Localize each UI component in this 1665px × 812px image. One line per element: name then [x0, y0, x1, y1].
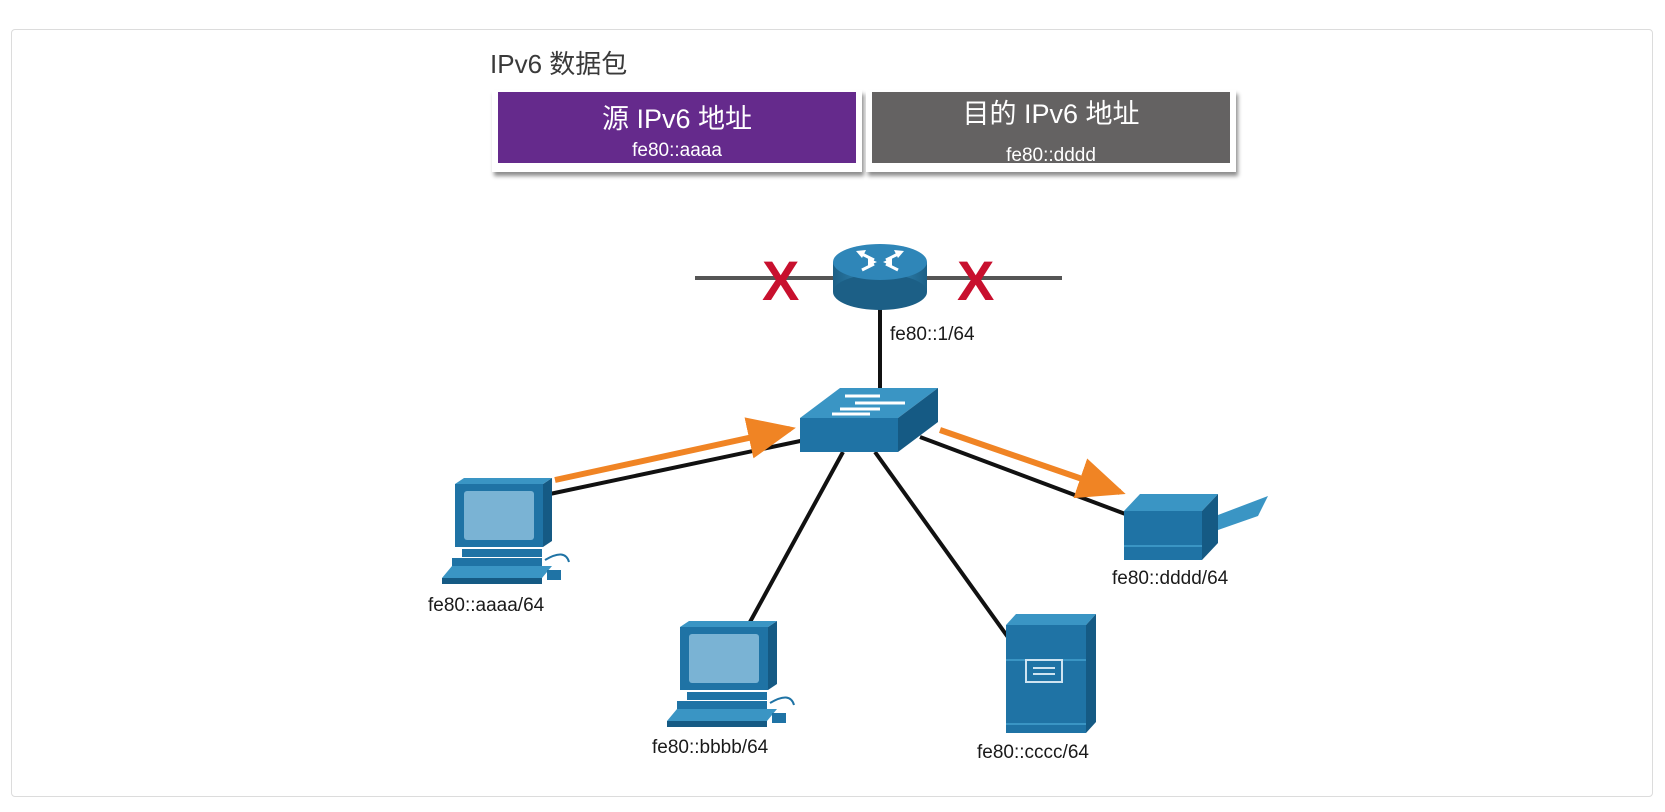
blocked-x-left: X	[762, 249, 799, 312]
source-address-cell: 源 IPv6 地址 fe80::aaaa	[498, 92, 856, 163]
router-address-label: fe80::1/64	[890, 324, 975, 345]
server-c-address-label: fe80::cccc/64	[977, 742, 1089, 763]
destination-address-value: fe80::dddd	[1006, 145, 1096, 166]
pc-a-icon	[442, 478, 570, 584]
link-pc-b	[748, 451, 845, 623]
switch-icon	[800, 388, 938, 452]
destination-address-field: 目的 IPv6 地址 fe80::dddd	[866, 90, 1236, 172]
link-server-c	[873, 450, 1012, 642]
pc-b-address-label: fe80::bbbb/64	[652, 737, 769, 758]
link-printer-d	[919, 435, 1129, 517]
printer-d-icon	[1124, 494, 1268, 560]
source-address-field: 源 IPv6 地址 fe80::aaaa	[492, 90, 862, 172]
router-icon	[833, 244, 927, 310]
flow-arrow-out	[939, 427, 1126, 499]
printer-d-address-label: fe80::dddd/64	[1112, 568, 1229, 589]
source-address-value: fe80::aaaa	[632, 140, 722, 161]
destination-address-header: 目的 IPv6 地址	[962, 99, 1140, 129]
destination-address-cell: 目的 IPv6 地址 fe80::dddd	[872, 92, 1230, 166]
pc-a-address-label: fe80::aaaa/64	[428, 595, 545, 616]
source-address-header: 源 IPv6 地址	[601, 104, 753, 134]
blocked-x-right: X	[957, 249, 994, 312]
link-pc-a	[544, 438, 806, 497]
server-c-icon	[1006, 614, 1096, 733]
packet-title: IPv6 数据包	[490, 49, 628, 79]
figure-frame	[11, 29, 1653, 797]
flow-arrow-in	[554, 417, 796, 483]
pc-b-icon	[667, 621, 795, 727]
